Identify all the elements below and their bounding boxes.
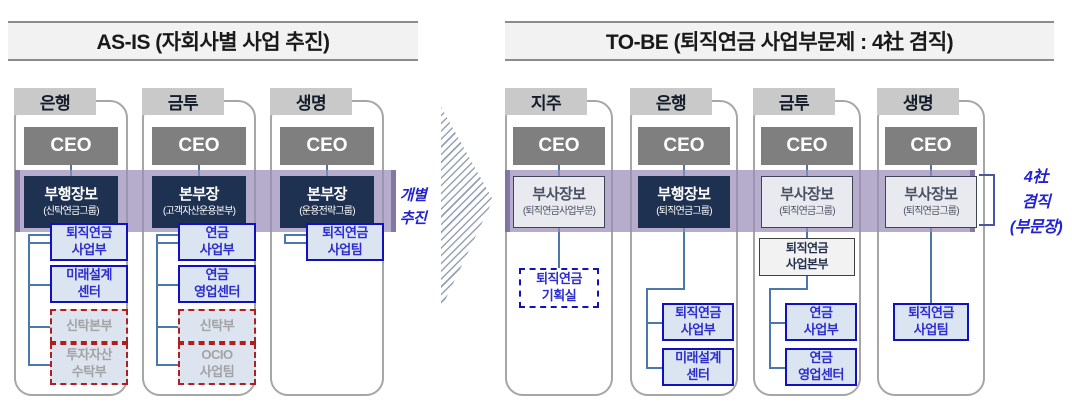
connector-line (769, 288, 771, 367)
executive-title: 본부장 (307, 186, 347, 204)
connector-line (806, 276, 808, 288)
column-header: 생명 (270, 88, 352, 115)
dept-box: 연금 사업부 (785, 303, 857, 341)
connector-line (28, 234, 30, 364)
executive-box: 부사장보 (퇴직연금그룹) (885, 176, 977, 228)
ceo-box: CEO (885, 127, 977, 165)
asis-title: AS-IS (자회사별 사업 추진) (8, 21, 418, 61)
connector-line (284, 234, 286, 242)
connector-line (806, 228, 808, 238)
column-header: 생명 (877, 88, 959, 115)
connector-line (646, 322, 662, 324)
connector-line (156, 242, 178, 244)
tobe-column-securities: 금투 CEO 부사장보 (퇴직연금그룹) 퇴직연금 사업본부 연금 사업부 연금… (753, 85, 861, 398)
executive-title: 부사장보 (904, 186, 958, 204)
executive-box: 본부장 (운용전략그룹) (280, 176, 374, 228)
column-header: 은행 (630, 88, 712, 115)
connector-line (646, 288, 648, 367)
tobe-title: TO-BE (퇴직연금 사업부문제 : 4社 겸직) (505, 21, 1054, 61)
executive-box: 부행장보 (신탁연금그룹) (24, 176, 118, 228)
column-header: 은행 (14, 88, 96, 115)
dept-box-new: 퇴직연금 기획실 (519, 268, 599, 308)
ceo-box: CEO (513, 127, 605, 165)
connector-line (769, 322, 785, 324)
dept-box: 미래설계 센터 (50, 265, 128, 303)
executive-box: 부사장보 (퇴직연금사업부문) (513, 176, 605, 228)
connector-line (769, 367, 785, 369)
executive-subtitle: (퇴직연금그룹) (903, 205, 959, 217)
executive-title: 부행장보 (657, 186, 711, 204)
asis-column-securities: 금투 CEO 본부장 (고객자산운용본부) 연금 사업부 연금 영업센터 신탁부… (142, 85, 256, 398)
dept-box: 퇴직연금 사업부 (662, 303, 734, 341)
dept-box-excluded: 신탁부 (178, 309, 256, 343)
executive-box: 본부장 (고객자산운용본부) (152, 176, 246, 228)
dept-box: 연금 사업부 (178, 223, 256, 261)
executive-subtitle: (퇴직연금사업부문) (522, 205, 596, 217)
dept-box: 퇴직연금 사업팀 (306, 223, 384, 261)
connector-line (646, 367, 662, 369)
column-header: 금투 (753, 88, 835, 115)
executive-box: 부사장보 (퇴직연금그룹) (761, 176, 853, 228)
column-header: 지주 (505, 88, 587, 115)
ceo-box: CEO (280, 127, 374, 165)
asis-column-bank: 은행 CEO 부행장보 (신탁연금그룹) 퇴직연금 사업부 미래설계 센터 신탁… (14, 85, 128, 398)
ceo-box: CEO (24, 127, 118, 165)
connector-line (28, 326, 50, 328)
division-hq-box: 퇴직연금 사업본부 (759, 238, 855, 276)
joint-role-bracket (979, 174, 995, 226)
tobe-note: 4社 겸직 (부문장) (1009, 169, 1063, 236)
executive-subtitle: (퇴직연금그룹) (779, 205, 835, 217)
connector-line (284, 242, 306, 244)
executive-box: 부행장보 (퇴직연금그룹) (638, 176, 730, 228)
dept-box-excluded: OCIO 사업팀 (178, 343, 256, 385)
ceo-box: CEO (638, 127, 730, 165)
connector-line (769, 288, 808, 290)
executive-subtitle: (퇴직연금그룹) (656, 205, 712, 217)
connector-line (156, 234, 158, 364)
connector-line (28, 284, 50, 286)
dept-box: 연금 영업센터 (178, 265, 256, 303)
connector-line (156, 364, 178, 366)
ceo-box: CEO (152, 127, 246, 165)
executive-subtitle: (운용전략그룹) (299, 205, 355, 217)
executive-title: 부사장보 (780, 186, 834, 204)
executive-title: 본부장 (179, 186, 219, 204)
dept-box: 미래설계 센터 (662, 348, 734, 386)
connector-line (28, 242, 50, 244)
dept-box-excluded: 투자자산 수탁부 (50, 343, 128, 385)
dept-box: 퇴직연금 사업부 (50, 223, 128, 261)
executive-title: 부행장보 (44, 186, 98, 204)
executive-title: 부사장보 (532, 186, 586, 204)
connector-line (930, 228, 932, 303)
transition-arrow (441, 107, 493, 309)
connector-line (156, 326, 178, 328)
tobe-column-bank: 은행 CEO 부행장보 (퇴직연금그룹) 퇴직연금 사업부 미래설계 센터 (630, 85, 738, 398)
executive-subtitle: (신탁연금그룹) (43, 205, 99, 217)
executive-subtitle: (고객자산운용본부) (162, 205, 236, 217)
tobe-column-holding: 지주 CEO 부사장보 (퇴직연금사업부문) 퇴직연금 기획실 (505, 85, 613, 398)
asis-column-life: 생명 CEO 본부장 (운용전략그룹) 퇴직연금 사업팀 (270, 85, 384, 398)
dept-box: 연금 영업센터 (785, 348, 857, 386)
connector-line (156, 284, 178, 286)
connector-line (558, 228, 560, 268)
asis-note: 개별 추진 (399, 187, 427, 227)
column-header: 금투 (142, 88, 224, 115)
tobe-column-life: 생명 CEO 부사장보 (퇴직연금그룹) 퇴직연금 사업팀 (877, 85, 985, 398)
ceo-box: CEO (761, 127, 853, 165)
dept-box: 퇴직연금 사업팀 (893, 303, 969, 341)
connector-line (683, 228, 685, 288)
connector-line (28, 364, 50, 366)
dept-box-excluded: 신탁본부 (50, 309, 128, 343)
connector-line (646, 288, 685, 290)
